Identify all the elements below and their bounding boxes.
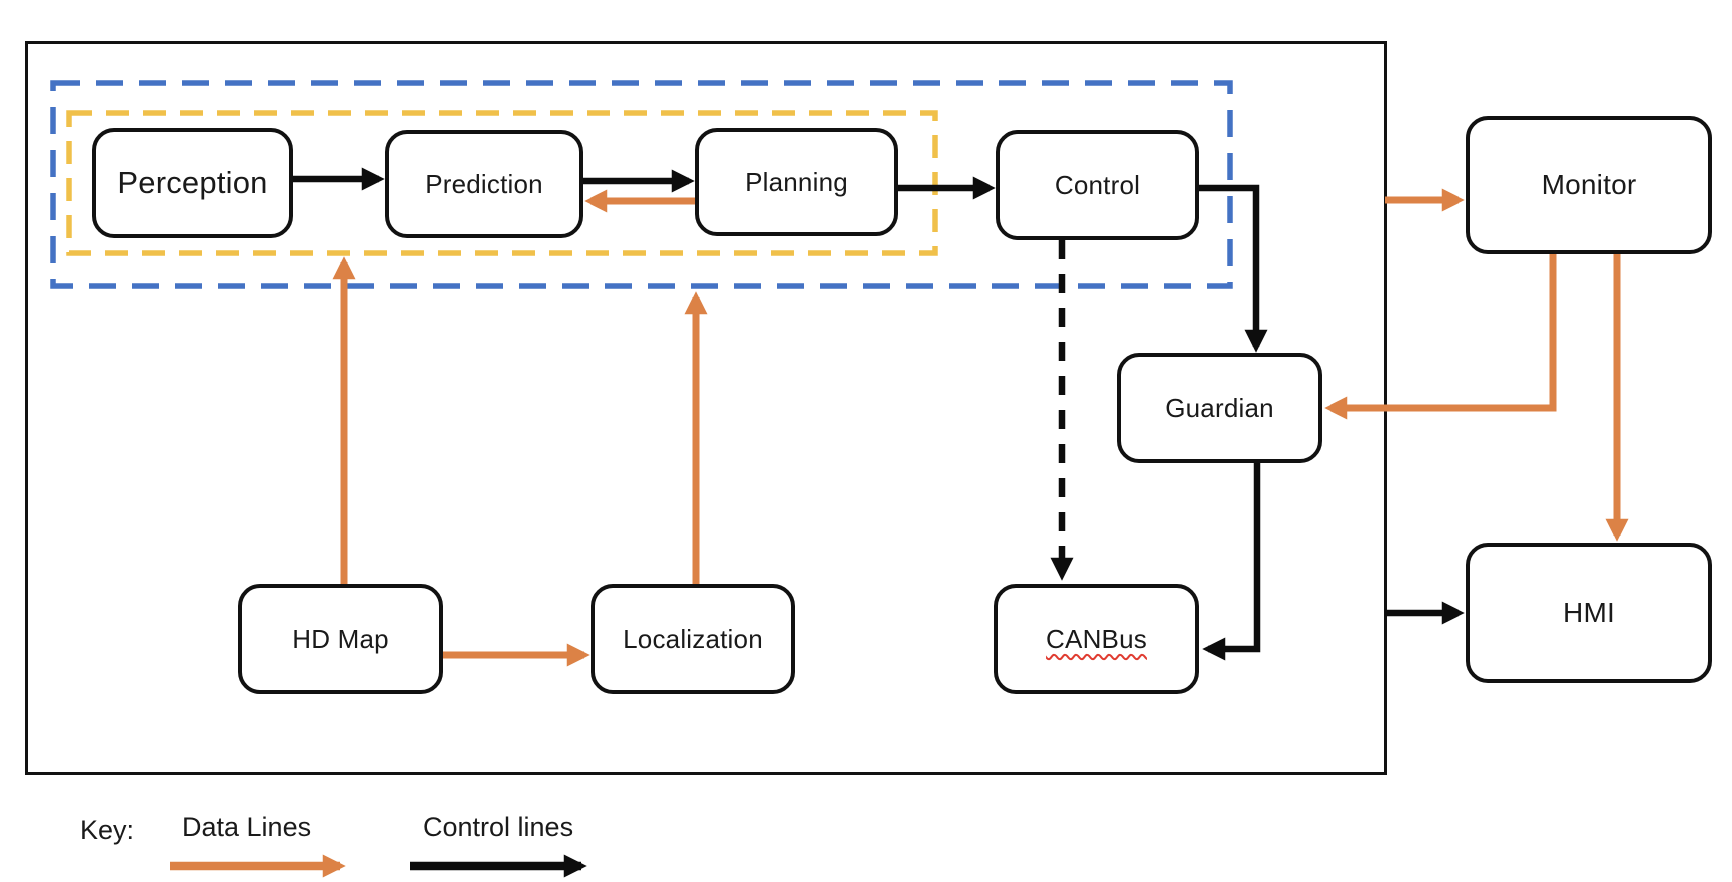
group-dashed-yellow [66,110,938,256]
node-localization-label: Localization [623,623,763,654]
node-hmi-label: HMI [1563,597,1615,628]
node-hd-map: HD Map [238,584,443,694]
node-canbus-label: CANBus [1046,623,1147,654]
edge-monitor-to-guardian [1324,254,1557,420]
node-hd-map-label: HD Map [292,623,389,654]
key-control-lines-label: Control lines [423,812,574,842]
node-monitor-label: Monitor [1541,169,1637,200]
key-data-lines-label: Data Lines [182,812,312,842]
node-guardian-label: Guardian [1165,392,1274,423]
edge-guardian-to-canbus [1202,463,1261,661]
node-monitor: Monitor [1466,116,1712,254]
edge-control-to-guardian [1199,184,1268,353]
node-guardian: Guardian [1117,353,1322,463]
node-prediction-label: Prediction [425,168,543,199]
node-control-label: Control [1054,169,1141,200]
node-localization: Localization [591,584,795,694]
node-perception-label: Perception [117,165,268,200]
node-planning-label: Planning [745,166,848,197]
node-hmi: HMI [1466,543,1712,683]
node-control: Control [996,130,1199,240]
node-canbus: CANBus [994,584,1199,694]
node-prediction: Prediction [385,130,583,238]
node-perception: Perception [92,128,293,238]
node-planning: Planning [695,128,898,236]
key-title: Key: [80,815,135,845]
